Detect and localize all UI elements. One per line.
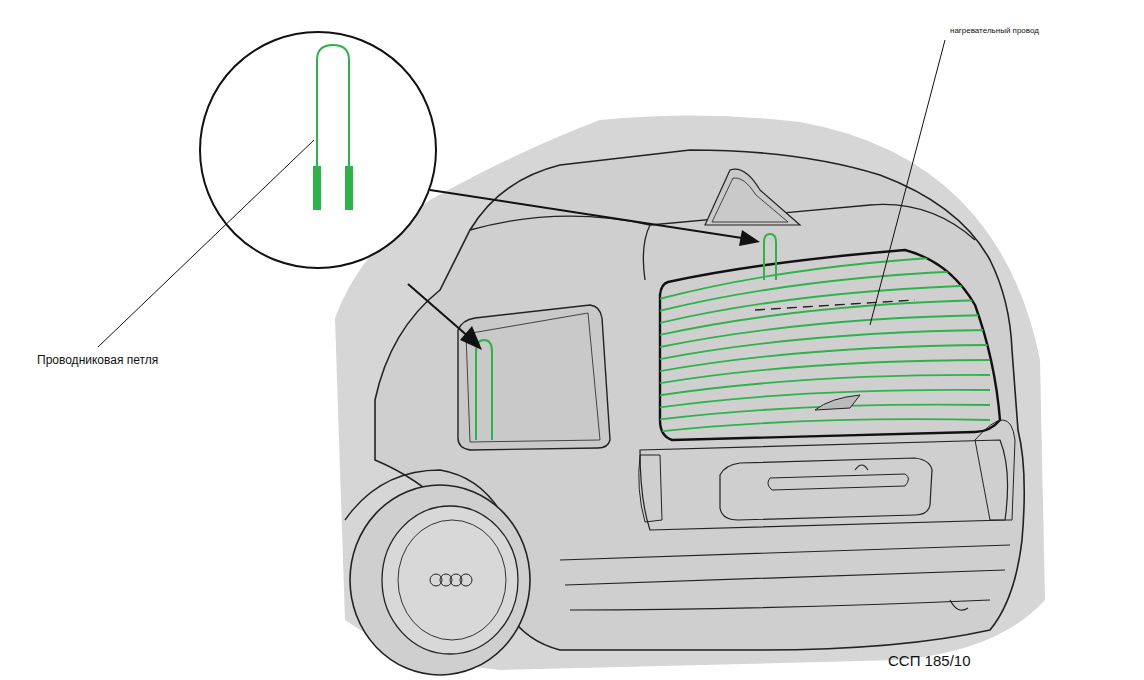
wheel-cover-ring xyxy=(398,520,506,640)
figure-number: ССП 185/10 xyxy=(888,652,971,670)
conductor-loop xyxy=(764,234,776,280)
emblem xyxy=(855,465,868,470)
wheel-cover xyxy=(382,506,518,654)
taillight xyxy=(975,420,1015,520)
wiper xyxy=(815,395,860,410)
audi-rings xyxy=(430,574,472,586)
tailgate xyxy=(640,440,1008,530)
leader-line xyxy=(98,140,314,347)
side-window xyxy=(458,305,610,450)
leader-line xyxy=(870,40,945,325)
part-label: нагревательный провод xyxy=(950,26,1039,36)
conductor-loop xyxy=(476,340,492,440)
bumper xyxy=(560,545,1010,610)
arrowhead xyxy=(739,230,760,246)
loop-terminal xyxy=(345,166,353,210)
side-window-inner xyxy=(466,313,600,442)
dashed-line xyxy=(755,300,915,310)
conductor-loop-detail xyxy=(317,45,349,210)
detail-circle xyxy=(200,32,436,268)
tyre xyxy=(350,485,530,675)
quarter-window xyxy=(705,169,800,225)
quarter-window-inner xyxy=(712,178,788,222)
pointer-line xyxy=(408,284,470,338)
ground-shape xyxy=(335,115,1045,670)
c-pillar xyxy=(643,225,650,280)
pointer-line xyxy=(430,190,742,238)
arrowhead xyxy=(460,326,482,350)
plate-recess xyxy=(720,458,932,520)
handle xyxy=(768,474,909,490)
part-label: Проводниковая петля xyxy=(37,353,158,367)
loop-terminal xyxy=(313,166,321,210)
heating-wires xyxy=(655,255,990,432)
taillight xyxy=(639,455,662,522)
exhaust xyxy=(950,600,968,610)
